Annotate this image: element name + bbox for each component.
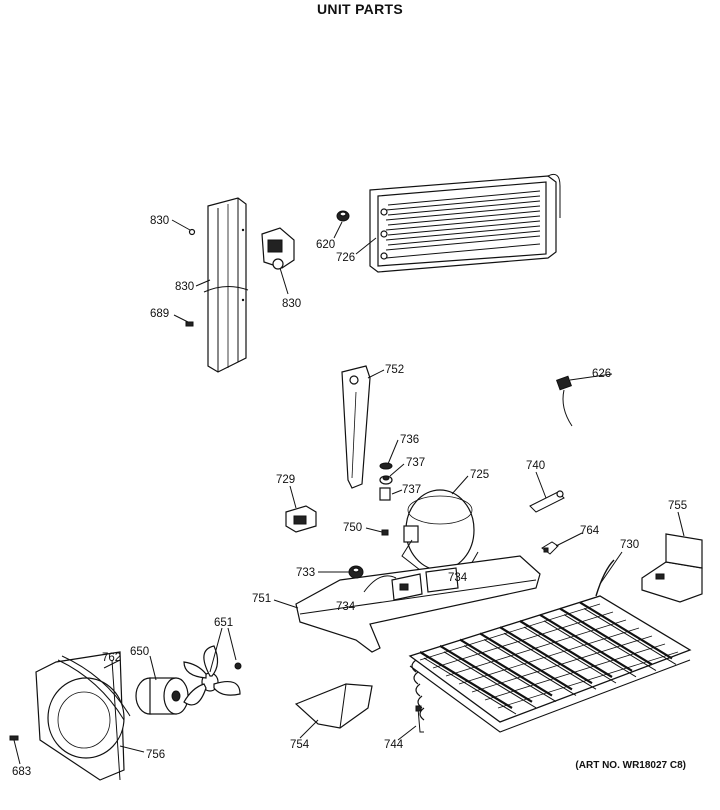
label-830: 830 (282, 298, 301, 310)
label-762: 762 (102, 652, 121, 664)
condenser (369, 173, 561, 273)
label-689: 689 (150, 308, 169, 320)
diagram-title: UNIT PARTS (317, 1, 403, 17)
screw-683 (9, 735, 19, 741)
label-620: 620 (316, 239, 335, 251)
fan-blade-651 (183, 645, 242, 706)
art-number: (ART NO. WR18027 C8) (575, 760, 686, 771)
fan-shroud-756 (35, 651, 125, 781)
label-733: 733 (296, 567, 315, 579)
label-755: 755 (668, 500, 687, 512)
label-750: 750 (343, 522, 362, 534)
label-729: 729 (276, 474, 295, 486)
cap-733 (348, 565, 364, 579)
label-830: 830 (175, 281, 194, 293)
pan-bracket-755 (641, 533, 703, 603)
label-725: 725 (470, 469, 489, 481)
screw-750 (381, 529, 389, 536)
label-751: 751 (252, 593, 271, 605)
gasket-762 (57, 655, 131, 721)
leader-lines (13, 219, 685, 765)
base-pan (295, 555, 541, 653)
clip-744 (415, 705, 424, 733)
label-734: 734 (336, 601, 356, 613)
label-730: 730 (620, 539, 639, 551)
label-683: 683 (12, 766, 31, 778)
drain-trough-754 (294, 683, 373, 729)
bracket-clip (261, 227, 295, 270)
label-737: 737 (406, 457, 425, 469)
label-830: 830 (150, 215, 169, 227)
label-734: 734 (448, 572, 468, 584)
channel-bracket (203, 197, 249, 373)
grommet-737b (379, 487, 391, 501)
grommet-736 (379, 462, 393, 470)
clip-764 (541, 541, 559, 555)
label-756: 756 (146, 749, 165, 761)
coil (408, 559, 692, 733)
grommet-620 (336, 210, 350, 222)
label-650: 650 (130, 646, 149, 658)
grommet-737a (379, 475, 393, 485)
screw-689 (185, 321, 194, 327)
label-764: 764 (580, 525, 600, 537)
label-726: 726 (336, 252, 355, 264)
label-754: 754 (290, 739, 310, 751)
fan-motor-650 (135, 677, 189, 715)
label-737: 737 (402, 484, 421, 496)
label-740: 740 (526, 460, 545, 472)
part-labels: 830 830 830 689 620 726 752 626 736 737 … (12, 215, 687, 778)
compressor-bracket (341, 365, 371, 489)
clip-740 (529, 490, 565, 513)
label-626: 626 (592, 368, 611, 380)
overload-626 (556, 375, 573, 427)
label-744: 744 (384, 739, 404, 751)
label-752: 752 (385, 364, 404, 376)
label-736: 736 (400, 434, 419, 446)
label-651: 651 (214, 617, 233, 629)
screw-830 (188, 228, 196, 236)
relay-729 (285, 505, 317, 533)
